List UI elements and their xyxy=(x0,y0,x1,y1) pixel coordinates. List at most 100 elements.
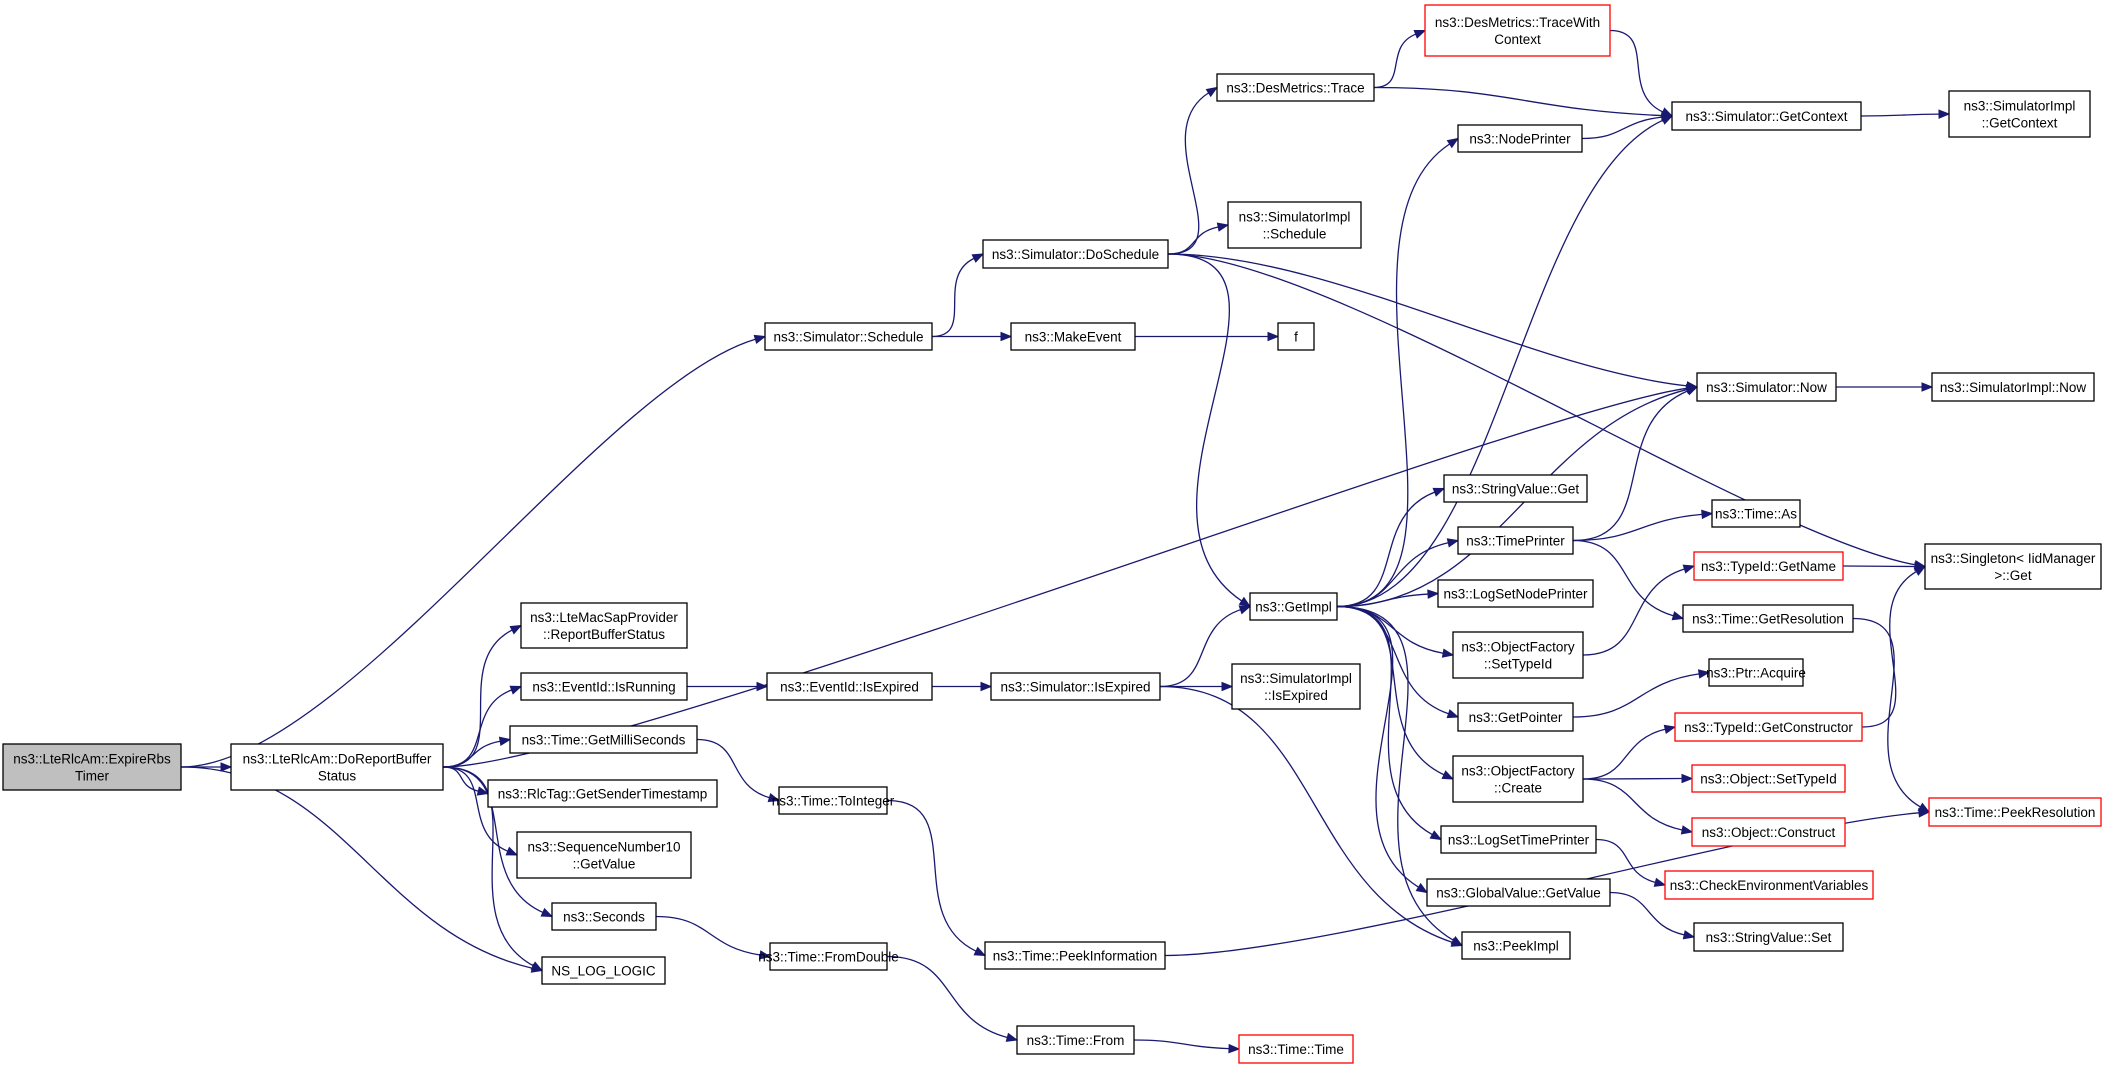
node-label: ns3::Time::GetResolution xyxy=(1692,612,1844,627)
node-strset[interactable]: ns3::StringValue::Set xyxy=(1693,922,1844,952)
call-edge-getctx-to-implgetctx xyxy=(1860,109,1951,119)
arrowhead-icon xyxy=(1660,115,1674,125)
node-box xyxy=(1443,474,1588,503)
node-box xyxy=(1440,825,1597,854)
node-getimpl[interactable]: ns3::GetImpl xyxy=(1249,592,1338,621)
node-objsettypeid[interactable]: ns3::Object::SetTypeId xyxy=(1691,764,1846,793)
node-ptracquire[interactable]: ns3::Ptr::Acquire xyxy=(1706,658,1806,687)
node-gvget[interactable]: ns3::GlobalValue::GetValue xyxy=(1426,878,1611,907)
edge-line xyxy=(442,766,534,967)
node-f[interactable]: f xyxy=(1277,322,1315,351)
node-implsched[interactable]: ns3::SimulatorImpl::Schedule xyxy=(1227,201,1362,249)
node-label: Timer xyxy=(75,769,109,784)
node-checkenv[interactable]: ns3::CheckEnvironmentVariables xyxy=(1664,870,1874,900)
node-box xyxy=(1238,1034,1354,1064)
edge-line xyxy=(1860,113,1940,117)
arrowhead-icon xyxy=(1663,724,1677,735)
node-timepeekres[interactable]: ns3::Time::PeekResolution xyxy=(1928,797,2102,827)
node-getmilli[interactable]: ns3::Time::GetMilliSeconds xyxy=(509,725,698,754)
arrowhead-icon xyxy=(1005,1032,1019,1042)
node-seqnum[interactable]: ns3::SequenceNumber10::GetValue xyxy=(516,831,692,879)
node-logsetnode[interactable]: ns3::LogSetNodePrinter xyxy=(1437,579,1594,608)
node-box xyxy=(2,743,182,791)
node-label: ns3::LteRlcAm::DoReportBuffer xyxy=(243,752,432,767)
node-timefrom[interactable]: ns3::Time::From xyxy=(1016,1025,1135,1055)
node-desmtrace[interactable]: ns3::DesMetrics::Trace xyxy=(1216,73,1375,102)
node-simexpired[interactable]: ns3::Simulator::IsExpired xyxy=(990,672,1161,701)
arrowhead-icon xyxy=(1682,930,1696,940)
edge-line xyxy=(1609,891,1685,936)
node-eidexpired[interactable]: ns3::EventId::IsExpired xyxy=(766,672,933,701)
node-implexpired[interactable]: ns3::SimulatorImpl::IsExpired xyxy=(1231,663,1361,710)
node-sched[interactable]: ns3::Simulator::Schedule xyxy=(764,322,933,351)
node-dosched[interactable]: ns3::Simulator::DoSchedule xyxy=(982,239,1169,269)
node-label: ::ReportBufferStatus xyxy=(543,627,665,642)
node-ltemac[interactable]: ns3::LteMacSapProvider::ReportBufferStat… xyxy=(520,602,688,649)
node-strget[interactable]: ns3::StringValue::Get xyxy=(1443,474,1588,503)
node-timetime[interactable]: ns3::Time::Time xyxy=(1238,1034,1354,1064)
node-ofsettypeid[interactable]: ns3::ObjectFactory::SetTypeId xyxy=(1452,631,1584,679)
node-logsettime[interactable]: ns3::LogSetTimePrinter xyxy=(1440,825,1597,854)
node-label: ns3::Time::PeekInformation xyxy=(993,949,1158,964)
arrowhead-icon xyxy=(1413,29,1427,39)
node-box xyxy=(1691,764,1846,793)
node-getctx[interactable]: ns3::Simulator::GetContext xyxy=(1671,101,1862,131)
call-edge-expire-to-sched xyxy=(180,334,767,768)
node-label: ns3::NodePrinter xyxy=(1469,132,1571,147)
node-typeidgetctor[interactable]: ns3::TypeId::GetConstructor xyxy=(1674,712,1863,742)
node-peekinfo[interactable]: ns3::Time::PeekInformation xyxy=(984,941,1166,970)
edge-line xyxy=(1336,143,1450,608)
node-makeevent[interactable]: ns3::MakeEvent xyxy=(1010,322,1136,351)
node-box xyxy=(766,672,933,701)
node-implgetctx[interactable]: ns3::SimulatorImpl::GetContext xyxy=(1948,90,2091,138)
arrowhead-icon xyxy=(1267,331,1280,342)
node-tointeger[interactable]: ns3::Time::ToInteger xyxy=(772,786,895,815)
node-label: ns3::Simulator::Now xyxy=(1706,380,1827,395)
edge-line xyxy=(1582,728,1666,780)
call-edge-ofsettypeid-to-typeidgetname xyxy=(1582,564,1696,656)
node-timeas[interactable]: ns3::Time::As xyxy=(1711,499,1801,528)
arrowhead-icon xyxy=(1446,538,1460,548)
edge-line xyxy=(1167,92,1209,255)
node-box xyxy=(509,725,698,754)
node-typeidgetname[interactable]: ns3::TypeId::GetName xyxy=(1693,551,1844,581)
call-edge-sched-to-makeevent xyxy=(932,331,1013,342)
call-edge-fromdouble-to-timefrom xyxy=(886,955,1019,1042)
call-edge-seconds-to-fromdouble xyxy=(655,915,772,960)
node-box xyxy=(541,956,666,985)
node-box xyxy=(984,941,1166,970)
node-rlctag[interactable]: ns3::RlcTag::GetSenderTimestamp xyxy=(487,779,718,808)
node-ofcreate[interactable]: ns3::ObjectFactory::Create xyxy=(1452,755,1584,803)
call-edge-simnow-to-implnow xyxy=(1835,382,1934,392)
node-label: ns3::Object::Construct xyxy=(1702,825,1836,840)
node-label: ns3::StringValue::Get xyxy=(1452,482,1580,497)
call-edge-getpointer-to-ptracquire xyxy=(1572,669,1711,718)
node-label: ns3::TypeId::GetName xyxy=(1701,559,1836,574)
arrowhead-icon xyxy=(758,950,772,960)
call-edge-typeidgetctor-to-singleton xyxy=(1861,565,1927,728)
arrowhead-icon xyxy=(530,961,544,972)
node-fromdouble[interactable]: ns3::Time::FromDouble xyxy=(758,942,899,971)
node-nodeprinter[interactable]: ns3::NodePrinter xyxy=(1457,124,1583,153)
node-label: ::Create xyxy=(1494,781,1542,796)
node-objconstruct[interactable]: ns3::Object::Construct xyxy=(1691,817,1846,847)
node-label: ns3::LogSetTimePrinter xyxy=(1448,833,1590,848)
node-getpointer[interactable]: ns3::GetPointer xyxy=(1457,702,1574,732)
node-timegetres[interactable]: ns3::Time::GetResolution xyxy=(1682,604,1854,633)
node-label: ns3::Simulator::IsExpired xyxy=(1000,680,1150,695)
node-seconds[interactable]: ns3::Seconds xyxy=(551,902,657,931)
arrowhead-icon xyxy=(1921,382,1934,392)
call-edge-getimpl-to-nodeprinter xyxy=(1336,137,1460,608)
node-peekimpl[interactable]: ns3::PeekImpl xyxy=(1461,931,1571,960)
node-implnow[interactable]: ns3::SimulatorImpl::Now xyxy=(1931,372,2095,402)
node-singleton[interactable]: ns3::Singleton< IidManager>::Get xyxy=(1924,543,2102,590)
node-eidrunning[interactable]: ns3::EventId::IsRunning xyxy=(520,672,688,701)
node-label: ::GetValue xyxy=(573,857,636,872)
node-nslog[interactable]: NS_LOG_LOGIC xyxy=(541,956,666,985)
node-simnow[interactable]: ns3::Simulator::Now xyxy=(1696,372,1837,402)
node-timeprinter[interactable]: ns3::TimePrinter xyxy=(1457,526,1574,555)
node-box xyxy=(1696,372,1837,402)
